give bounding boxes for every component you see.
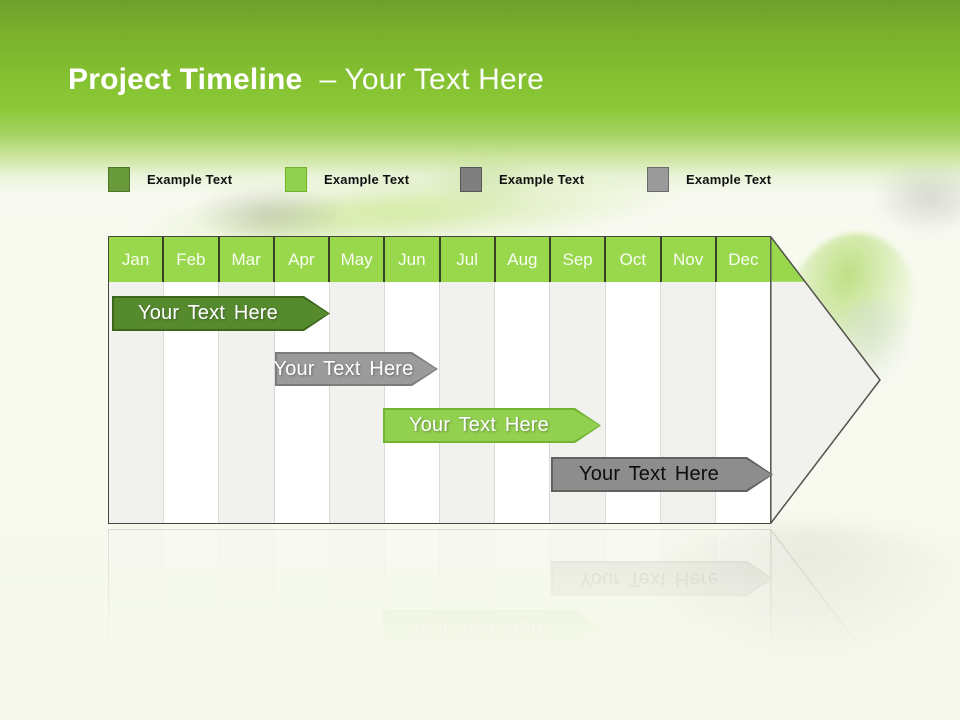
timeline-arrow-head bbox=[770, 236, 881, 524]
legend-item-dark-green: Example Text bbox=[108, 166, 232, 192]
month-cell-jul: Jul bbox=[440, 237, 496, 282]
legend-item-gray: Example Text bbox=[647, 166, 771, 192]
gantt-bar-label: Your Text Here bbox=[138, 302, 278, 324]
gantt-bar-label: Your Text Here bbox=[273, 357, 414, 380]
title-main: Project Timeline bbox=[68, 63, 303, 96]
gantt-bar-label: Your Text Here bbox=[579, 463, 719, 485]
legend-label: Example Text bbox=[499, 171, 585, 187]
month-cell-jan: Jan bbox=[109, 237, 165, 282]
legend-label: Example Text bbox=[147, 171, 233, 187]
month-cell-apr: Apr bbox=[274, 237, 330, 282]
month-header-row: Jan Feb Mar Apr May Jun Jul Aug Sep Oct … bbox=[109, 237, 770, 282]
legend-item-light-green: Example Text bbox=[285, 166, 409, 192]
month-cell-nov: Nov bbox=[661, 237, 717, 282]
month-cell-sep: Sep bbox=[551, 237, 607, 282]
legend-swatch-light-green bbox=[285, 166, 307, 192]
gantt-bar-4: Your Text Here bbox=[551, 457, 773, 492]
month-cell-jun: Jun bbox=[385, 237, 441, 282]
column-stripe bbox=[384, 282, 441, 523]
month-cell-oct: Oct bbox=[606, 237, 662, 282]
column-stripe bbox=[440, 282, 496, 523]
title-subtitle: – Your Text Here bbox=[319, 63, 544, 96]
month-cell-feb: Feb bbox=[164, 237, 220, 282]
month-cell-mar: Mar bbox=[219, 237, 275, 282]
gantt-bar-fill bbox=[553, 459, 772, 491]
legend-item-dark-gray: Example Text bbox=[460, 166, 584, 192]
gantt-bar-1: Your Text Here bbox=[112, 296, 330, 331]
legend-swatch-gray bbox=[647, 166, 669, 192]
gantt-chart: Jan Feb Mar Apr May Jun Jul Aug Sep Oct … bbox=[108, 236, 884, 524]
gantt-bar-fill bbox=[277, 354, 437, 385]
gantt-bar-fill bbox=[114, 298, 329, 330]
gantt-bar-2: Your Text Here bbox=[273, 352, 438, 386]
legend-swatch-dark-gray bbox=[460, 166, 482, 192]
page-title: Project Timeline – Your Text Here bbox=[68, 62, 544, 98]
gantt-bar-fill bbox=[385, 410, 600, 442]
month-cell-may: May bbox=[330, 237, 386, 282]
month-cell-aug: Aug bbox=[495, 237, 551, 282]
column-stripe bbox=[495, 282, 551, 523]
column-stripe bbox=[329, 282, 385, 523]
puzzle-reflection bbox=[640, 525, 960, 665]
gantt-bar-label: Your Text Here bbox=[409, 414, 549, 436]
legend-label: Example Text bbox=[324, 171, 410, 187]
legend-label: Example Text bbox=[686, 171, 772, 187]
legend-swatch-dark-green bbox=[108, 166, 130, 192]
month-cell-dec: Dec bbox=[716, 237, 770, 282]
gantt-bar-3: Your Text Here bbox=[383, 408, 601, 443]
